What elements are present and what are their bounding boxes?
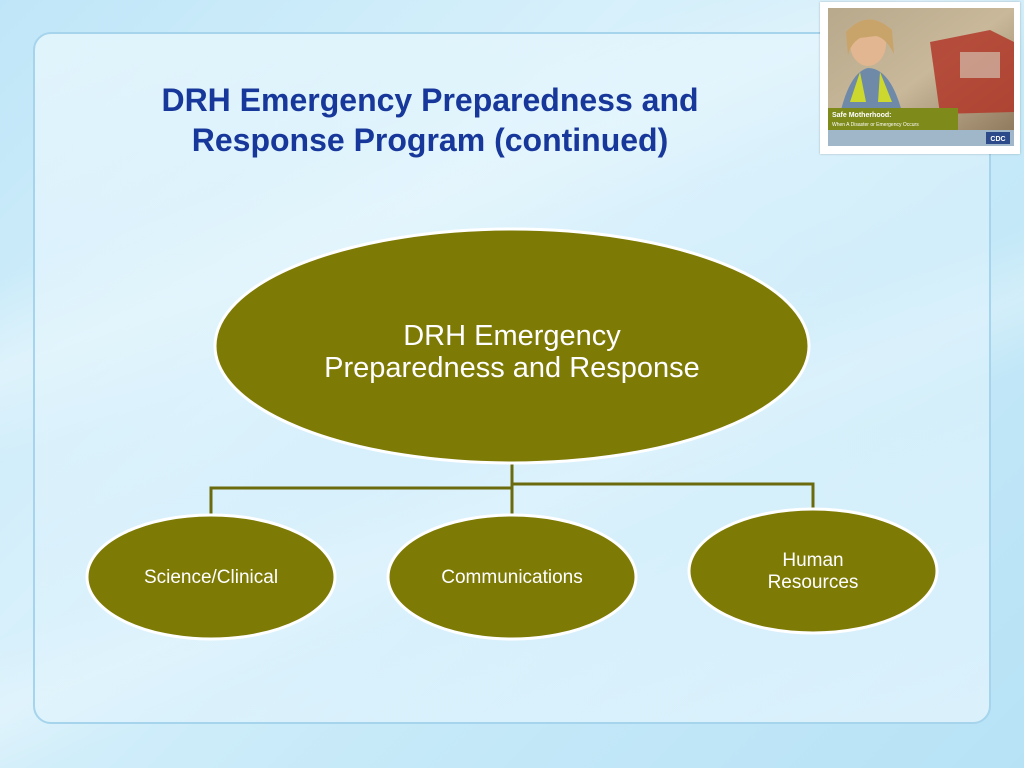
org-node-communications-label: Communications — [441, 567, 583, 588]
thumbnail-caption-title: Safe Motherhood: — [832, 112, 892, 119]
slide-title: DRH Emergency Preparedness and Response … — [60, 80, 800, 160]
cover-thumbnail-image: Safe Motherhood: When A Disaster or Emer… — [820, 2, 1020, 154]
thumbnail-caption-subtitle: When A Disaster or Emergency Occurs — [832, 122, 919, 128]
org-node-human-resources-label-line-2: Resources — [768, 572, 859, 593]
org-node-science-clinical: Science/Clinical — [85, 513, 337, 641]
org-node-communications: Communications — [386, 513, 638, 641]
cdc-logo: CDC — [990, 136, 1005, 143]
connector-human-resources — [512, 482, 815, 510]
org-node-root-label-line-2: Preparedness and Response — [324, 352, 700, 384]
slide-title-line-2: Response Program (continued) — [191, 122, 669, 158]
org-node-human-resources: Human Resources — [687, 507, 939, 635]
slide-title-line-1: DRH Emergency Preparedness and — [161, 82, 699, 118]
org-node-science-clinical-label: Science/Clinical — [144, 567, 278, 588]
connector-science-clinical — [209, 486, 512, 517]
org-node-root-label-line-1: DRH Emergency — [403, 320, 621, 352]
org-chart-connectors — [209, 463, 815, 517]
org-node-root: DRH Emergency Preparedness and Response — [213, 227, 811, 465]
org-node-human-resources-label-line-1: Human — [782, 550, 843, 571]
